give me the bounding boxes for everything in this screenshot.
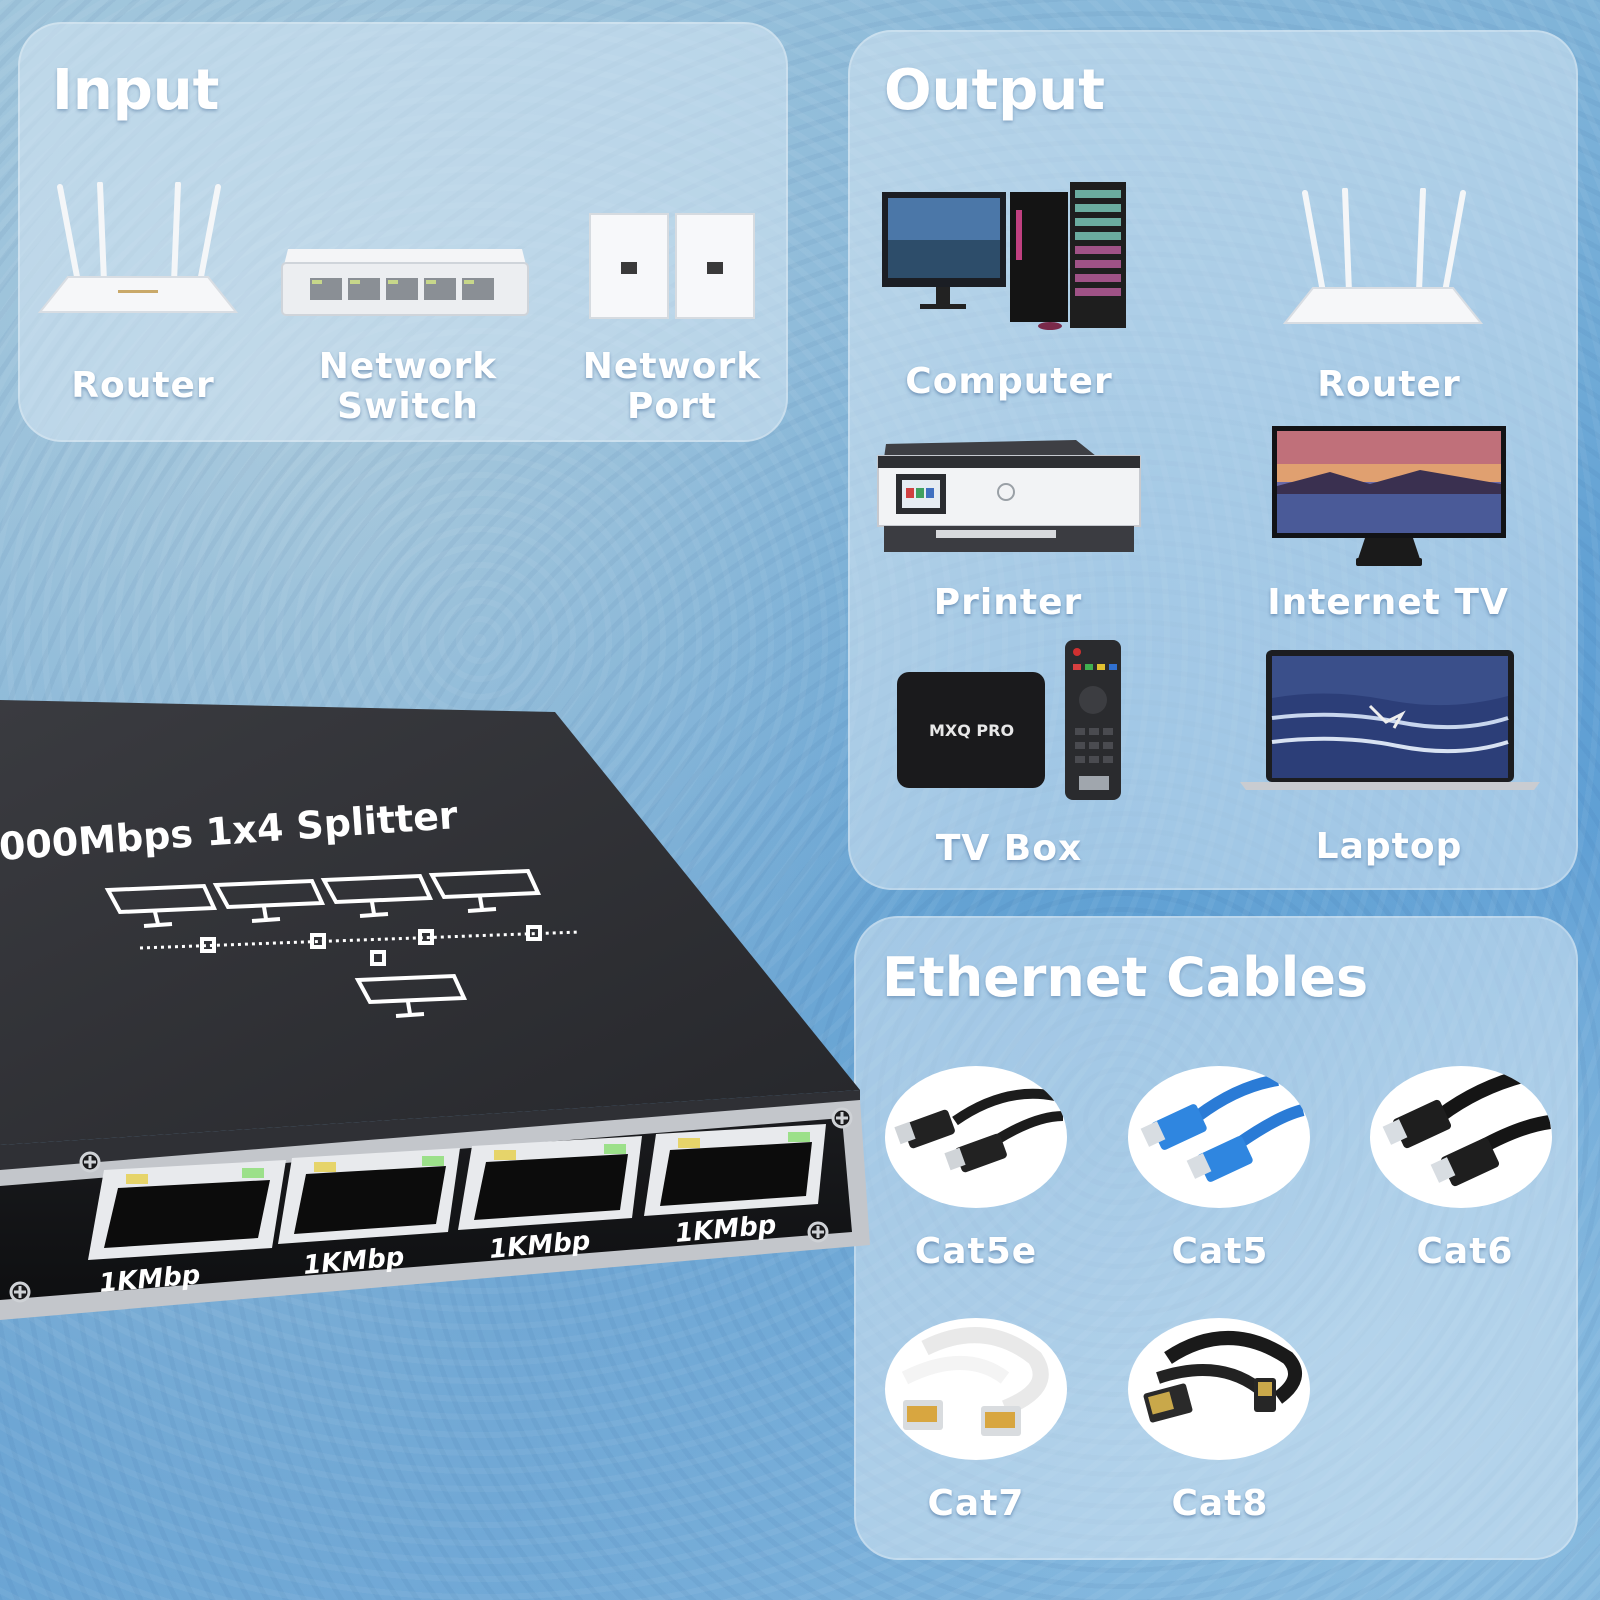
svg-text:MXQ PRO: MXQ PRO bbox=[929, 721, 1014, 740]
topology-diagram-icon bbox=[104, 868, 581, 1018]
input-switch-label-line2: Switch bbox=[337, 386, 479, 427]
printer-icon bbox=[877, 440, 1141, 552]
output-title: Output bbox=[884, 58, 1105, 123]
wall-port-icon bbox=[589, 213, 755, 319]
input-port-label-line2: Port bbox=[626, 386, 718, 427]
input-router-label: Router bbox=[71, 366, 214, 406]
output-printer-label: Printer bbox=[933, 582, 1083, 623]
computer-icon bbox=[882, 182, 1126, 330]
cable-cat5-image bbox=[1128, 1066, 1310, 1208]
cable-cat6-icon bbox=[1382, 1067, 1552, 1187]
cable-cat5-label: Cat5 bbox=[1171, 1231, 1269, 1272]
device-top-face bbox=[0, 700, 860, 1145]
cable-cat5e-icon bbox=[894, 1088, 1064, 1173]
input-router-label-line1: Router bbox=[71, 365, 215, 406]
cable-cat5e-image bbox=[885, 1066, 1067, 1208]
output-laptop-label: Laptop bbox=[1315, 826, 1463, 867]
input-title: Input bbox=[52, 58, 220, 123]
input-switch-label-line1: Network bbox=[318, 346, 498, 387]
cable-cat5e-label: Cat5e bbox=[914, 1231, 1038, 1272]
laptop-icon bbox=[1240, 650, 1540, 790]
cable-cat7-label: Cat7 bbox=[927, 1483, 1025, 1524]
output-computer-label: Computer bbox=[905, 361, 1113, 402]
cable-cat6-image bbox=[1370, 1066, 1552, 1208]
input-port-label: Network Port bbox=[583, 347, 761, 427]
port-row bbox=[88, 1124, 826, 1260]
tv-icon bbox=[1272, 426, 1506, 566]
cables-title: Ethernet Cables bbox=[882, 946, 1369, 1009]
cable-cat5-icon bbox=[1140, 1074, 1305, 1182]
network-switch-icon bbox=[281, 249, 529, 316]
output-tvbox-label: TV Box bbox=[935, 828, 1083, 869]
input-switch-label: Network Switch bbox=[319, 347, 497, 427]
cable-cat7-image bbox=[885, 1318, 1067, 1460]
output-router-label: Router bbox=[1317, 364, 1461, 405]
cable-cat8-image bbox=[1128, 1318, 1310, 1460]
router-icon bbox=[38, 182, 238, 313]
router-icon bbox=[1283, 188, 1483, 324]
input-port-label-line1: Network bbox=[582, 346, 762, 387]
cable-cat6-label: Cat6 bbox=[1416, 1231, 1514, 1272]
splitter-device: 000Mbps 1x4 Splitter 1KMbp 1KMbp 1KMbp 1… bbox=[0, 700, 870, 1320]
screw-icon bbox=[9, 1107, 853, 1303]
cable-cat7-icon bbox=[901, 1327, 1049, 1436]
output-tv-label: Internet TV bbox=[1267, 582, 1509, 623]
cable-cat8-label: Cat8 bbox=[1171, 1483, 1269, 1524]
tv-box-icon: MXQ PRO bbox=[897, 640, 1121, 800]
cable-cat8-icon bbox=[1143, 1331, 1302, 1423]
